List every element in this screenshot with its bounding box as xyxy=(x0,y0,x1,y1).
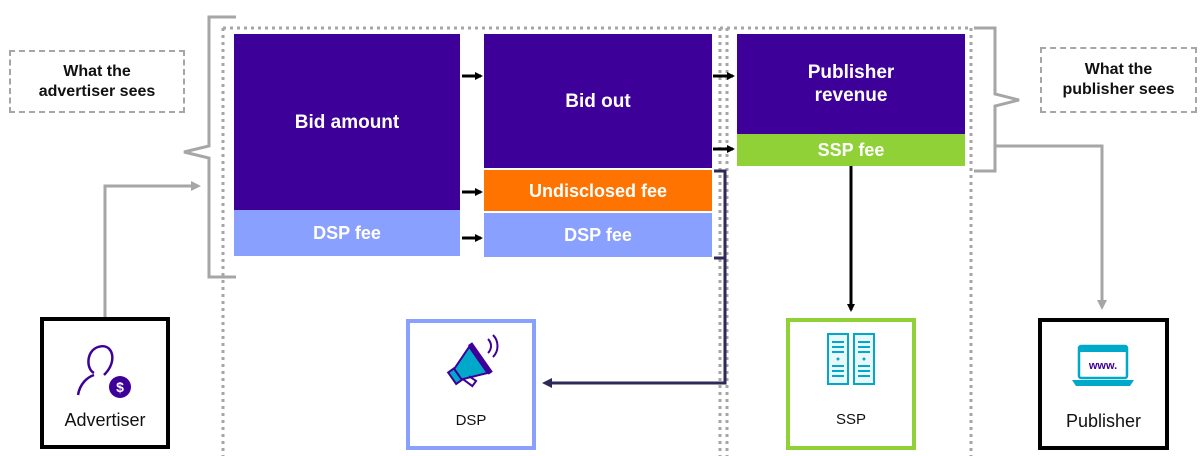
dsp-box: DSP xyxy=(406,319,536,450)
advertiser-sees-label: What the advertiser sees xyxy=(9,50,185,113)
bid-amount-label: Bid amount xyxy=(294,111,400,133)
svg-text:www.: www. xyxy=(1088,360,1117,372)
person-dollar-icon: $ xyxy=(76,344,131,398)
publisher-sees-label: What the publisher sees xyxy=(1040,47,1197,113)
laptop-www-icon: www. xyxy=(1072,344,1134,386)
advertiser-box: $ Advertiser xyxy=(40,317,170,449)
dsp-arrow xyxy=(542,258,727,388)
undisclosed-fee-block: Undisclosed fee xyxy=(484,170,712,211)
dsp-fee-left-label: DSP fee xyxy=(313,223,381,243)
advertiser-label: Advertiser xyxy=(64,410,146,430)
publisher-revenue-block: Publisher revenue xyxy=(737,34,965,134)
publisher-label: Publisher xyxy=(1065,411,1142,431)
megaphone-icon xyxy=(446,334,499,388)
server-icon xyxy=(827,333,875,385)
bid-amount-block: Bid amount xyxy=(234,34,460,210)
fees-bracket xyxy=(714,169,727,260)
right-brace xyxy=(974,26,1020,173)
publisher-box: www. Publisher xyxy=(1038,318,1169,450)
ssp-label: SSP xyxy=(835,411,866,428)
dsp-fee-middle-label: DSP fee xyxy=(564,225,632,245)
publisher-arrow xyxy=(995,144,1107,310)
left-brace xyxy=(183,15,236,279)
svg-text:$: $ xyxy=(116,379,124,395)
ssp-box: SSP xyxy=(786,318,916,450)
ssp-fee-label: SSP fee xyxy=(817,140,885,160)
publisher-sees-text: What the publisher sees xyxy=(1062,61,1175,98)
advertiser-arrow xyxy=(103,181,201,318)
publisher-revenue-label: Publisher revenue xyxy=(807,62,895,106)
dsp-fee-left-block: DSP fee xyxy=(234,210,460,256)
undisclosed-fee-label: Undisclosed fee xyxy=(528,180,668,201)
bid-out-block: Bid out xyxy=(484,34,712,168)
bid-out-label: Bid out xyxy=(565,90,631,112)
advertiser-sees-text: What the advertiser sees xyxy=(38,62,156,100)
ssp-fee-block: SSP fee xyxy=(737,134,965,166)
dsp-fee-middle-block: DSP fee xyxy=(484,213,712,257)
dsp-label: DSP xyxy=(455,412,487,429)
